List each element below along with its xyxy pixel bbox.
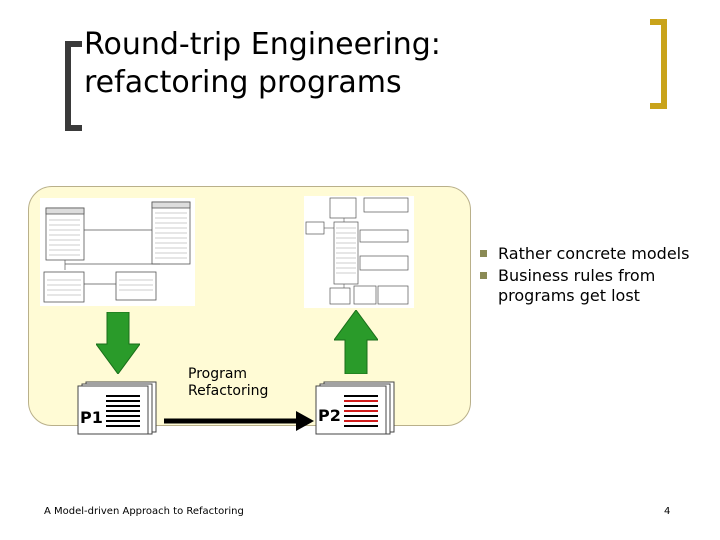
bullet-square-icon: [480, 272, 487, 279]
right-arrow-icon: [164, 411, 314, 431]
document-stack-icon: [77, 381, 157, 435]
bullet-text: Business rules from programs get lost: [498, 266, 656, 305]
p1-label: P1: [80, 408, 103, 427]
left-bracket-decoration: [65, 41, 82, 131]
bullet-list: Rather concrete models Business rules fr…: [480, 244, 710, 306]
down-arrow-icon: [96, 312, 140, 374]
document-stack-icon: [315, 381, 395, 435]
slide-footer: A Model-driven Approach to Refactoring: [44, 506, 244, 517]
bullet-text: Rather concrete models: [498, 244, 690, 263]
slide-title: Round-trip Engineering: refactoring prog…: [84, 26, 441, 102]
refactoring-label-line-2: Refactoring: [188, 383, 269, 399]
page-number: 4: [664, 506, 671, 517]
uml-diagram-thumbnail: [304, 196, 414, 308]
bullet-item: Business rules from programs get lost: [480, 266, 710, 306]
p2-label: P2: [318, 406, 341, 425]
up-arrow-icon: [334, 310, 378, 374]
right-bracket-decoration: [650, 19, 667, 109]
title-line-1: Round-trip Engineering:: [84, 27, 441, 62]
refactoring-label-line-1: Program: [188, 366, 248, 382]
uml-diagram-thumbnail: [40, 198, 195, 306]
title-line-2: refactoring programs: [84, 65, 402, 100]
bullet-item: Rather concrete models: [480, 244, 710, 264]
bullet-square-icon: [480, 250, 487, 257]
program-refactoring-label: Program Refactoring: [188, 366, 268, 400]
